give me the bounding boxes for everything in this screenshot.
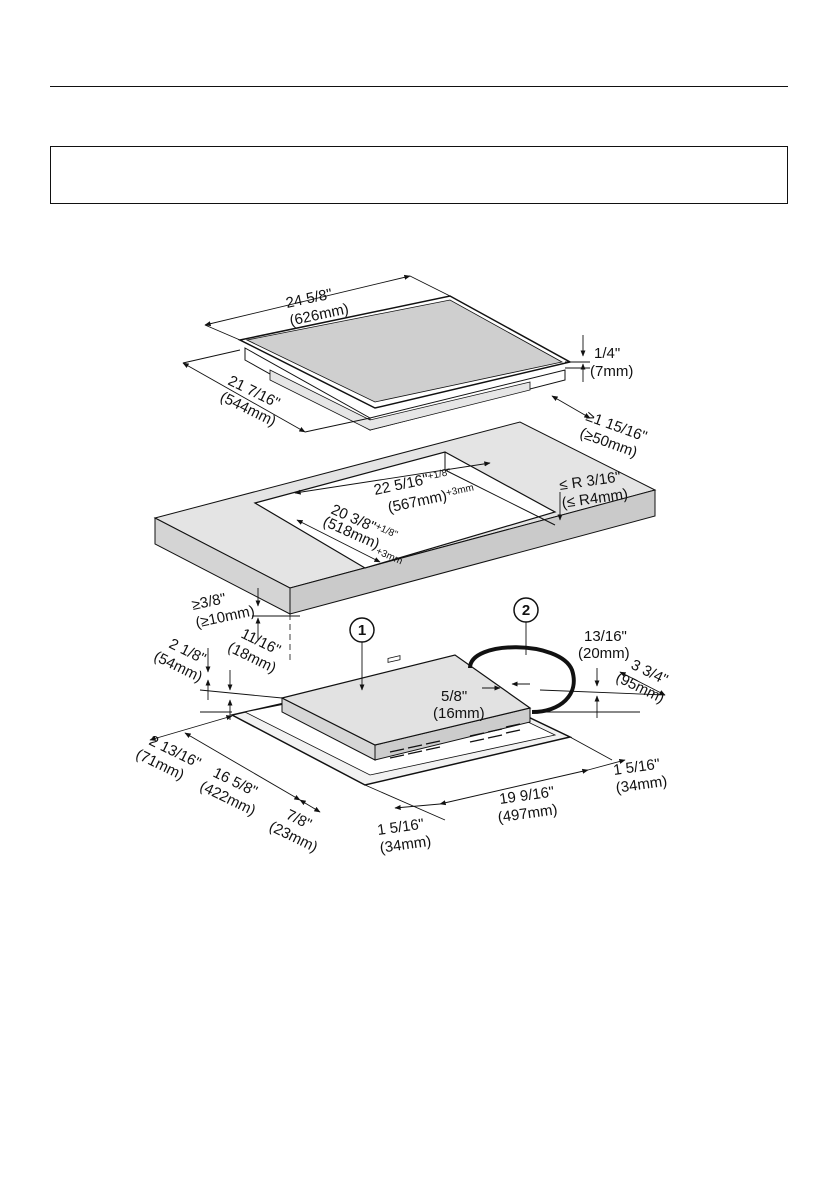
cooktop-underside bbox=[229, 645, 576, 786]
dim-conn-offset-mm: (16mm) bbox=[433, 705, 485, 722]
callout-1: 1 bbox=[349, 617, 375, 643]
dimension-lines bbox=[149, 274, 666, 821]
dim-front-clearance-in: ≥3/8" bbox=[190, 590, 227, 614]
dim-thickness-in: 1/4" bbox=[594, 345, 620, 362]
svg-text:2: 2 bbox=[522, 602, 530, 619]
dim-conn-offset-in: 5/8" bbox=[441, 688, 467, 705]
dim-thickness-mm: (7mm) bbox=[590, 363, 633, 380]
dim-top-offset-mm: (20mm) bbox=[578, 645, 630, 662]
power-cable bbox=[468, 645, 576, 714]
dim-left-offset-in: 1 5/16" bbox=[376, 816, 425, 839]
svg-text:1: 1 bbox=[358, 622, 366, 639]
dim-top-offset-in: 13/16" bbox=[584, 628, 627, 645]
callout-2: 2 bbox=[513, 597, 539, 623]
dim-right-offset-in: 1 5/16" bbox=[612, 756, 661, 779]
header-rule bbox=[50, 86, 788, 87]
notice-box bbox=[50, 146, 788, 204]
